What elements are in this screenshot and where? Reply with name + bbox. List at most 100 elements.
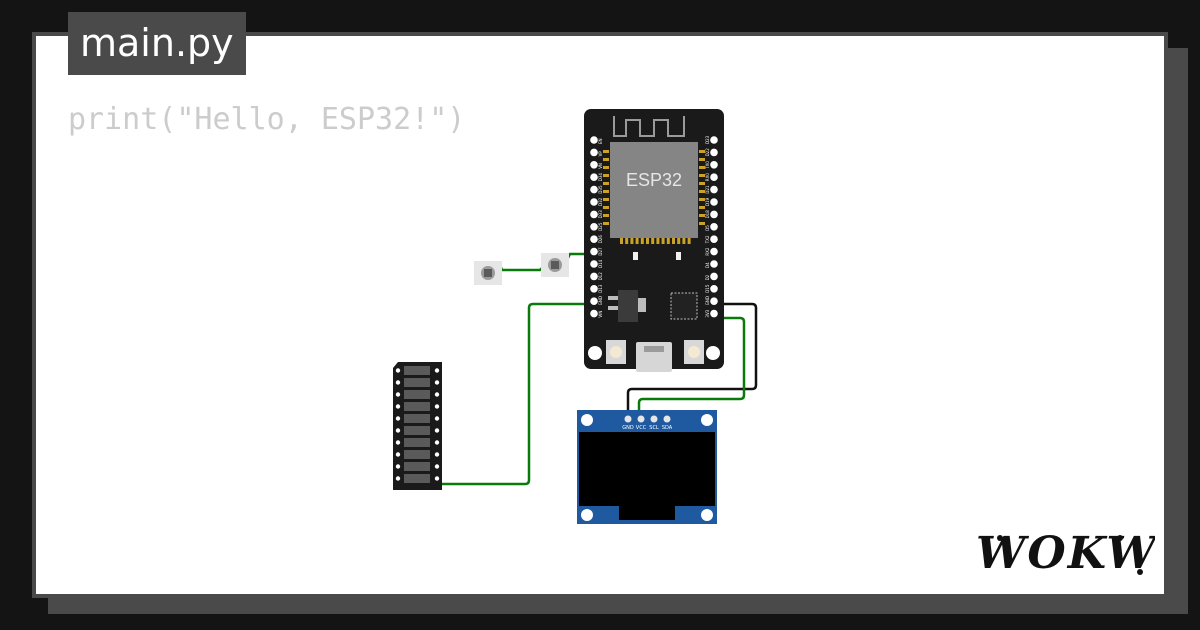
pin-label: EN [598, 138, 603, 144]
pin-tx0[interactable] [710, 161, 718, 169]
pin-d26[interactable] [590, 235, 598, 243]
led-bar-segment [404, 390, 430, 399]
bar-pin[interactable] [395, 428, 401, 433]
pin-en[interactable] [590, 136, 598, 144]
bar-pin[interactable] [395, 416, 401, 421]
module-pad [603, 190, 609, 193]
module-pad [699, 222, 705, 225]
bar-pin[interactable] [395, 392, 401, 397]
boot-button[interactable] [684, 340, 704, 364]
pin-d33[interactable] [590, 210, 598, 219]
pin-label: 3V3 [705, 309, 710, 317]
pin-vin[interactable] [590, 309, 598, 318]
pin-label: D32 [598, 197, 603, 206]
module-pad [699, 206, 705, 209]
pin-d18[interactable] [710, 210, 718, 219]
pin-gnd[interactable] [590, 297, 598, 306]
pin-vp[interactable] [590, 148, 598, 157]
module-pad [603, 166, 609, 169]
module-pad [699, 198, 705, 201]
pin-label: TX0 [705, 161, 710, 170]
module-pad [603, 206, 609, 209]
pin-3v3[interactable] [710, 309, 718, 318]
bar-pin[interactable] [434, 380, 440, 385]
neopixel-led-2[interactable] [541, 253, 569, 277]
led-bar-segment [404, 378, 430, 387]
led-bar-segments [395, 366, 440, 483]
wire-led-to-led[interactable] [498, 264, 546, 272]
pin-rx2[interactable] [710, 247, 718, 256]
pin-d15[interactable] [710, 285, 718, 293]
pin-d27[interactable] [590, 247, 598, 256]
oled-display[interactable]: GND VCC SCL SDA [577, 410, 717, 524]
pin-d22[interactable] [710, 148, 718, 157]
module-pad [603, 214, 609, 217]
led-bar-graph[interactable] [393, 362, 442, 490]
bar-pin[interactable] [434, 428, 440, 433]
module-pad [603, 158, 609, 161]
pin-label: D13 [598, 284, 603, 293]
bar-pin[interactable] [395, 476, 401, 481]
pin-label: D2 [705, 274, 710, 280]
led-bar-segment [404, 402, 430, 411]
bar-pin[interactable] [395, 440, 401, 445]
pin-d35[interactable] [590, 185, 598, 194]
pin-d34[interactable] [590, 173, 598, 181]
pin-d5[interactable] [710, 223, 718, 231]
module-pad [603, 182, 609, 185]
bar-pin[interactable] [395, 464, 401, 469]
neopixel-led-1[interactable] [474, 261, 502, 285]
bar-pin[interactable] [434, 416, 440, 421]
pin-d13[interactable] [590, 285, 598, 293]
module-pad [603, 198, 609, 201]
module-pad [699, 214, 705, 217]
pin-label: D33 [598, 210, 603, 219]
pin-label: D26 [598, 235, 603, 244]
pin-d25[interactable] [590, 223, 598, 231]
pin-d32[interactable] [590, 198, 598, 206]
bar-pin[interactable] [434, 392, 440, 397]
pin-label: D18 [705, 210, 710, 219]
pin-d2[interactable] [710, 272, 718, 281]
pin-label: D21 [705, 185, 710, 194]
wire-vcc[interactable] [637, 316, 746, 418]
module-pad [651, 238, 655, 244]
pin-d14[interactable] [590, 260, 598, 268]
bar-pin[interactable] [434, 476, 440, 481]
pin-d4[interactable] [710, 260, 718, 268]
pin-label: D5 [705, 225, 710, 231]
bar-pin[interactable] [434, 368, 440, 373]
wire-bargraph-to-esp32[interactable] [438, 302, 588, 486]
wire-gnd[interactable] [626, 302, 758, 418]
pin-vn[interactable] [590, 161, 598, 169]
bar-pin[interactable] [434, 404, 440, 409]
en-button[interactable] [606, 340, 626, 364]
pin-d12[interactable] [590, 272, 598, 281]
pin-d21[interactable] [710, 185, 718, 194]
pin-label: D22 [705, 148, 710, 157]
bar-pin[interactable] [395, 380, 401, 385]
pin-tx2[interactable] [710, 235, 718, 243]
pin-label: D14 [598, 259, 603, 268]
pin-label: D25 [598, 222, 603, 231]
module-pad [699, 166, 705, 169]
bar-pin[interactable] [434, 452, 440, 457]
file-tab-main-py[interactable]: main.py [68, 12, 246, 75]
led-bar-segment [404, 462, 430, 471]
bar-pin[interactable] [395, 404, 401, 409]
bar-pin[interactable] [395, 452, 401, 457]
pin-d19[interactable] [710, 198, 718, 206]
pin-label: VIN [598, 311, 603, 318]
bar-pin[interactable] [434, 440, 440, 445]
esp32-board[interactable]: ESP32 ENVPVND34D35D32D33D25D26D27D14D12D… [584, 109, 724, 372]
pin-rx0[interactable] [710, 173, 718, 181]
usb-uart-chip [670, 292, 698, 320]
pin-d23[interactable] [710, 136, 718, 144]
pin-label: RX0 [705, 173, 710, 182]
led-bar-segment [404, 414, 430, 423]
oled-pin-vcc: VCC [636, 425, 647, 431]
pin-gnd[interactable] [710, 297, 718, 306]
bar-pin[interactable] [434, 464, 440, 469]
bar-pin[interactable] [395, 368, 401, 373]
